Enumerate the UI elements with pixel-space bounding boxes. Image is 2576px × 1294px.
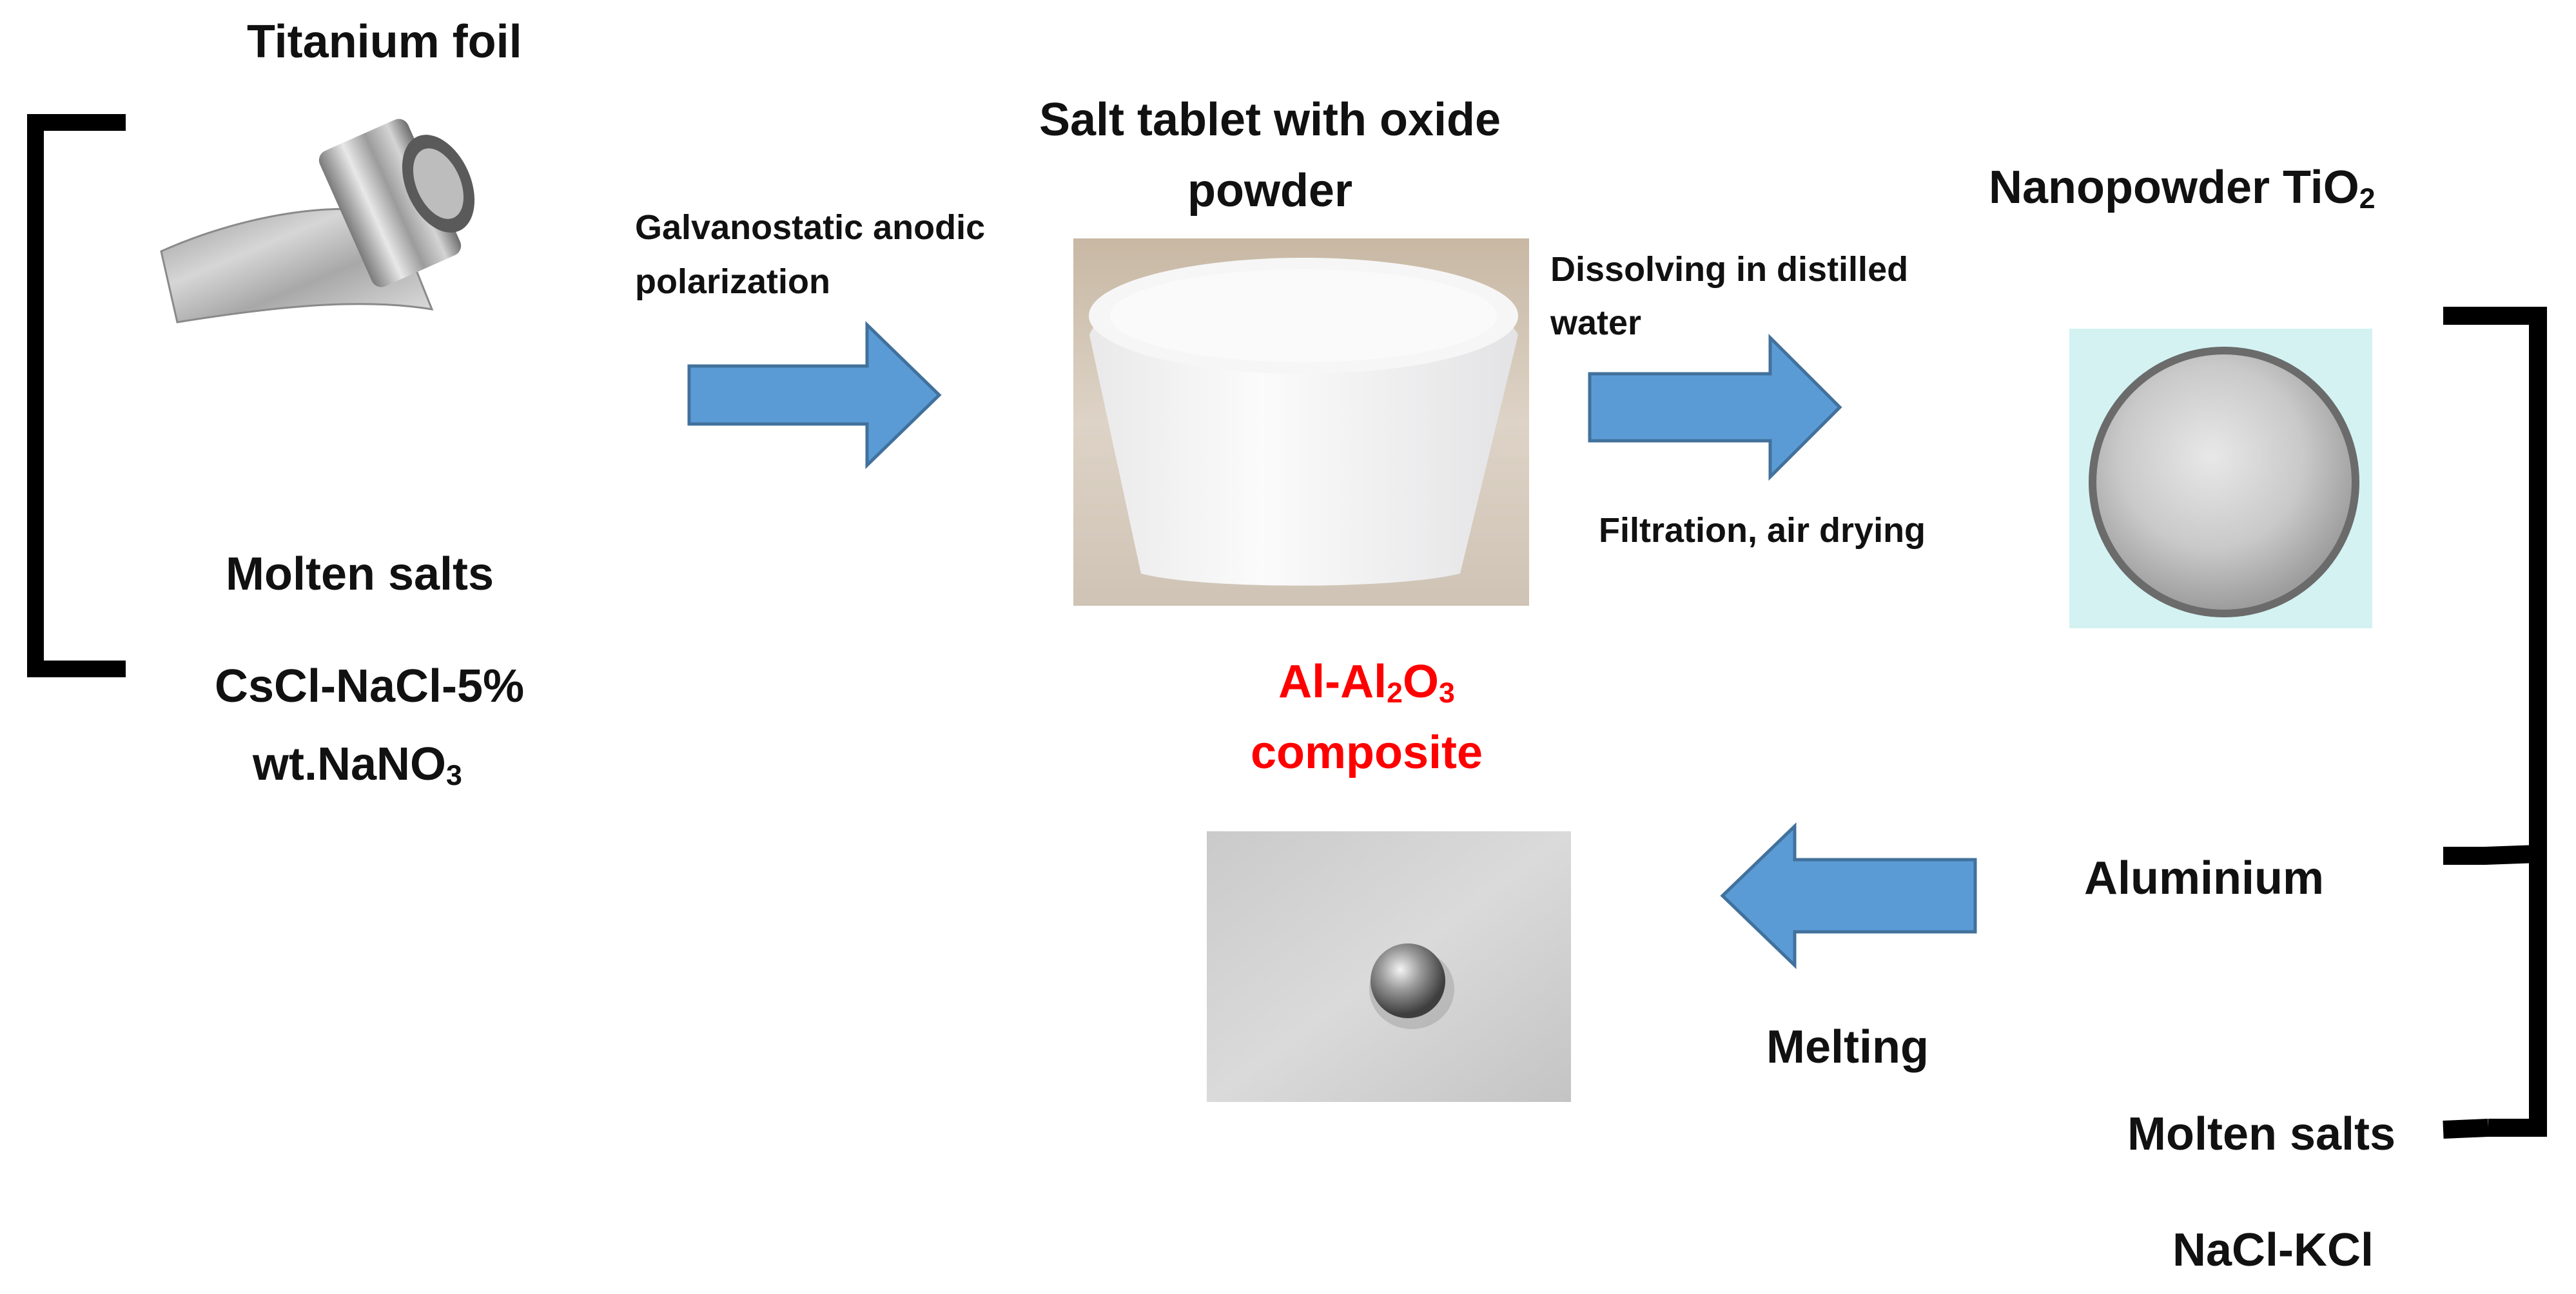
arrow-left-3 [1720, 822, 1977, 969]
nanopowder-label: Nanopowder TiO2 [1989, 162, 2376, 215]
salt-tablet-photo-icon [1073, 238, 1529, 606]
step2-label-line2: water [1550, 304, 1642, 342]
step1-label-line1: Galvanostatic anodic [635, 208, 986, 247]
molten-salts-label-1: Molten salts [226, 548, 494, 600]
composite-label-line1: Al-Al2O3 [1278, 656, 1455, 710]
step2-label-line1: Dissolving in distilled [1550, 250, 1909, 289]
bath-composition-2: NaCl-KCl [2172, 1224, 2374, 1276]
al-composite-bead-photo-icon [1207, 831, 1571, 1102]
arrow-right-1 [687, 321, 942, 469]
salt-tablet-label-line2: powder [1187, 165, 1352, 217]
titanium-foil-photo [148, 103, 483, 361]
aluminium-label: Aluminium [2084, 853, 2324, 904]
composite-label-line2: composite [1250, 727, 1483, 778]
arrow-right-2 [1588, 333, 1842, 481]
tio2-powder-dish-photo-icon [2069, 329, 2372, 628]
bath-composition-1-line1: CsCl-NaCl-5% [215, 661, 525, 712]
step2-label-line3: Filtration, air drying [1599, 511, 1926, 550]
salt-tablet-label-line1: Salt tablet with oxide [1039, 94, 1501, 146]
composite-photo [1207, 831, 1571, 1102]
titanium-foil-label: Titanium foil [247, 16, 522, 68]
salt-tablet-photo [1073, 238, 1529, 606]
step1-label-line2: polarization [635, 262, 831, 301]
bath-composition-1-line2: wt.NaNO3 [253, 739, 462, 792]
molten-salts-label-2: Molten salts [2127, 1108, 2396, 1160]
melting-label: Melting [1766, 1021, 1929, 1073]
titanium-foil-roll-icon [148, 103, 483, 361]
tio2-powder-photo [2069, 329, 2372, 628]
